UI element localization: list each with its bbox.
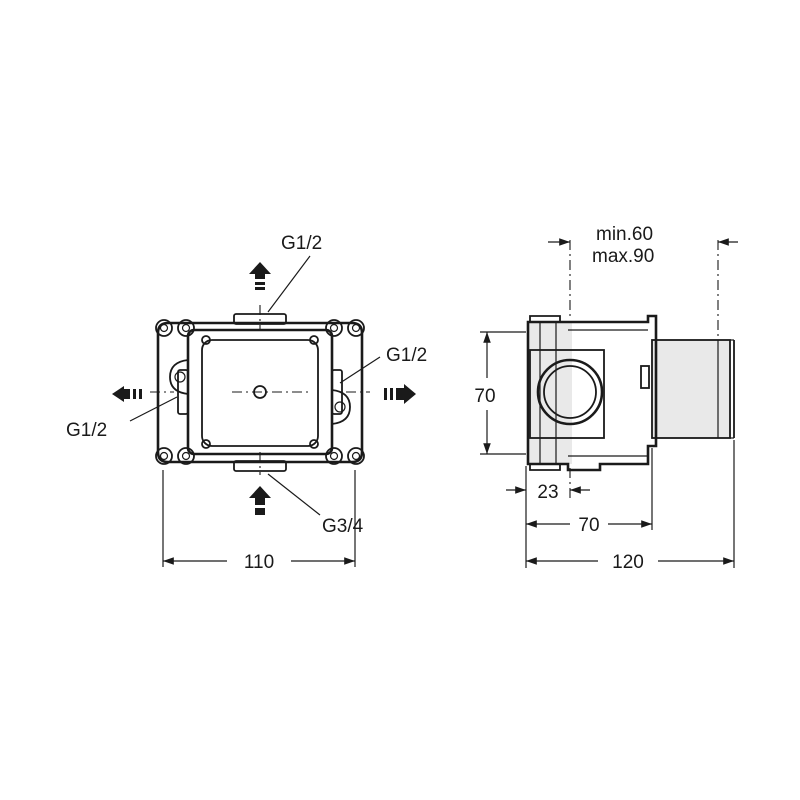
label-top-g12: G1/2 — [281, 233, 322, 254]
side-pocket — [529, 349, 605, 439]
flow-arrow-right-icon — [384, 384, 416, 404]
side-housing — [526, 314, 658, 472]
flow-arrow-left-icon — [112, 386, 142, 402]
front-view: G1/2 G1/2 G1/2 G3/4 110 — [66, 233, 427, 573]
bottom-port — [233, 460, 287, 472]
inner-cover — [201, 339, 319, 447]
right-ear — [331, 389, 351, 425]
leader-top — [267, 255, 311, 313]
mounting-lugs — [155, 319, 365, 465]
dim-70-height: 70 — [474, 386, 495, 407]
label-right-g12: G1/2 — [386, 345, 427, 366]
left-ear — [169, 359, 189, 395]
leader-right — [339, 356, 381, 384]
extension-sleeve — [651, 339, 731, 439]
label-left-g12: G1/2 — [66, 420, 107, 441]
right-port — [331, 369, 343, 415]
dim-23: 23 — [537, 482, 558, 503]
label-min: min.60 — [596, 224, 653, 245]
label-max: max.90 — [592, 246, 654, 267]
label-bottom-g34: G3/4 — [322, 516, 364, 537]
dim-120: 120 — [612, 552, 644, 573]
leader-left — [129, 396, 178, 422]
side-view: min.60 max.90 70 23 70 120 — [474, 224, 738, 573]
dim-110: 110 — [244, 552, 274, 573]
flow-arrow-up-icon — [249, 262, 271, 290]
dim-70-depth: 70 — [578, 515, 599, 536]
side-round-port — [536, 358, 604, 426]
top-port — [233, 313, 287, 325]
flow-arrow-up-bottom-icon — [249, 486, 271, 515]
leader-bottom — [267, 473, 321, 516]
left-port — [177, 369, 189, 415]
